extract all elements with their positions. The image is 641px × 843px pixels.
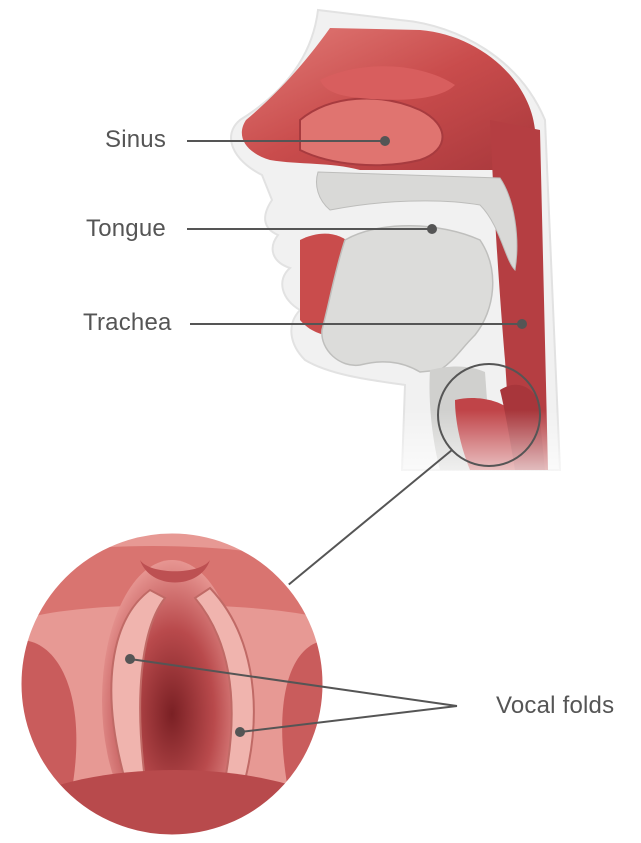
- sinus-label: Sinus: [105, 126, 166, 154]
- head-cross-section: [231, 10, 580, 500]
- sinus-leader-dot: [380, 136, 390, 146]
- tongue-label: Tongue: [86, 215, 166, 243]
- bottom-fade: [380, 410, 580, 500]
- vocal-leader-upper-dot: [125, 654, 135, 664]
- vocal-leader-lower-dot: [235, 727, 245, 737]
- magnify-connector: [287, 450, 452, 586]
- vocal-folds-label: Vocal folds: [496, 692, 614, 720]
- tongue-leader-dot: [427, 224, 437, 234]
- trachea-label: Trachea: [83, 309, 172, 337]
- trachea-leader-dot: [517, 319, 527, 329]
